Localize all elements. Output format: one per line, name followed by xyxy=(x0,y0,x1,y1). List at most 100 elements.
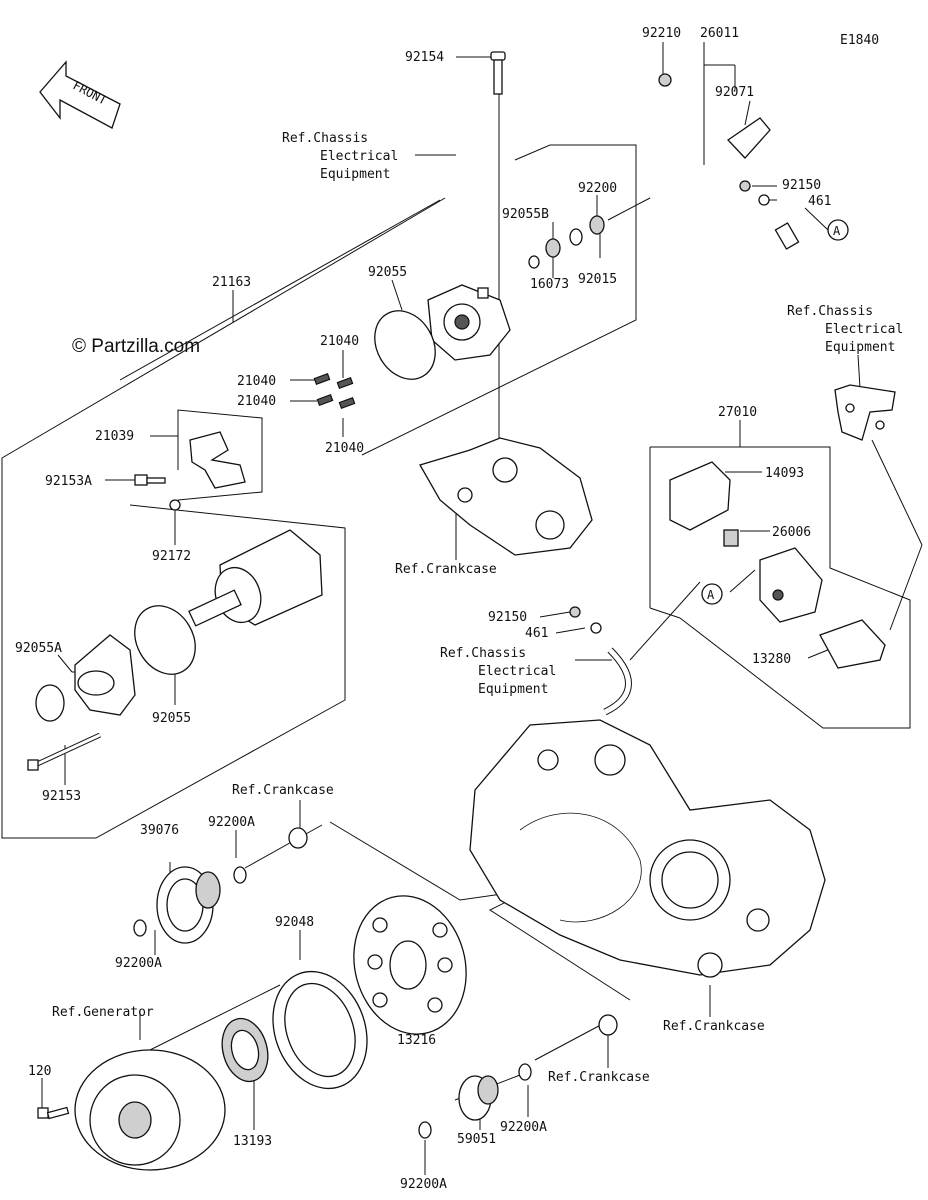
flywheel-gear-92048-ring xyxy=(272,970,368,1090)
washer-92200A-b xyxy=(133,919,147,937)
ref-chassis-2-line2: Electrical xyxy=(825,322,903,337)
label-92210: 92210 xyxy=(642,26,681,41)
front-arrow-icon: FRONT xyxy=(39,60,121,129)
bolt-92150-upper xyxy=(739,180,751,192)
washer-92200A-a xyxy=(233,866,247,884)
label-59051: 59051 xyxy=(457,1132,496,1147)
cap-92071 xyxy=(727,117,771,159)
o-ring-92055A xyxy=(35,684,65,722)
label-14093: 14093 xyxy=(765,466,804,481)
label-13216: 13216 xyxy=(397,1033,436,1048)
flywheel-rotor xyxy=(74,1049,226,1171)
label-92153: 92153 xyxy=(42,789,81,804)
ref-chassis-3-line1: Ref.Chassis xyxy=(440,646,526,661)
starter-end-cover xyxy=(427,284,511,361)
ref-generator: Ref.Generator xyxy=(52,1005,154,1020)
ref-chassis-3-line3: Equipment xyxy=(478,682,548,697)
chassis-bracket xyxy=(834,384,896,441)
label-26011: 26011 xyxy=(700,26,739,41)
washer-92200A-d xyxy=(418,1121,432,1139)
washer-92200A-c xyxy=(518,1063,532,1081)
label-21040-a: 21040 xyxy=(320,334,359,349)
relay-13280 xyxy=(819,619,886,669)
crankcase-main xyxy=(469,719,826,978)
ref-crankcase-4: Ref.Crankcase xyxy=(548,1070,650,1085)
label-92150-lower: 92150 xyxy=(488,610,527,625)
o-ring-92055-upper xyxy=(374,310,436,380)
label-26006: 26006 xyxy=(772,525,811,540)
label-461-upper: 461 xyxy=(808,194,831,209)
ref-crankcase-1: Ref.Crankcase xyxy=(395,562,497,577)
washer-92055B xyxy=(528,255,540,269)
label-92200A-c: 92200A xyxy=(500,1120,547,1135)
label-21040-d: 21040 xyxy=(325,441,364,456)
callout-a-mid-label: A xyxy=(707,588,715,602)
bolt-92150-lower xyxy=(569,606,581,618)
bolt-120 xyxy=(37,1106,70,1120)
callout-a-mid: A xyxy=(701,583,723,605)
label-92200: 92200 xyxy=(578,181,617,196)
label-21163: 21163 xyxy=(212,275,251,290)
label-92055B: 92055B xyxy=(502,207,549,222)
label-13193: 13193 xyxy=(233,1134,272,1149)
starter-front-cover xyxy=(74,634,136,716)
bolt-92154 xyxy=(490,51,506,95)
starter-motor-body xyxy=(188,529,323,627)
long-bolt-92153 xyxy=(27,732,102,771)
label-16073: 16073 xyxy=(530,277,569,292)
part-labels: E1840 92154 92210 26011 92071 92150 461 … xyxy=(15,26,903,1192)
ref-chassis-3-line2: Electrical xyxy=(478,664,556,679)
one-way-clutch-13193 xyxy=(221,1017,269,1083)
label-92200A-b: 92200A xyxy=(115,956,162,971)
washer-461-upper xyxy=(758,194,770,206)
label-92071: 92071 xyxy=(715,85,754,100)
nut-92015 xyxy=(589,215,605,235)
ground-lead xyxy=(603,647,632,716)
label-92055A: 92055A xyxy=(15,641,62,656)
starter-cable-26011 xyxy=(638,88,802,252)
ref-crankcase-2: Ref.Crankcase xyxy=(232,783,334,798)
label-92055-upper: 92055 xyxy=(368,265,407,280)
label-92150-upper: 92150 xyxy=(782,178,821,193)
ref-chassis-1-line2: Electrical xyxy=(320,149,398,164)
watermark: © Partzilla.com xyxy=(72,336,200,357)
label-27010: 27010 xyxy=(718,405,757,420)
label-92154: 92154 xyxy=(405,50,444,65)
starter-clutch-gear-13216 xyxy=(353,895,467,1035)
fuse-26006 xyxy=(723,529,739,547)
ref-chassis-2-line1: Ref.Chassis xyxy=(787,304,873,319)
label-92172: 92172 xyxy=(152,549,191,564)
ref-chassis-1-line1: Ref.Chassis xyxy=(282,131,368,146)
label-92200A-a: 92200A xyxy=(208,815,255,830)
washer-92200 xyxy=(569,228,583,246)
label-21040-c: 21040 xyxy=(237,394,276,409)
label-92055-lower: 92055 xyxy=(152,711,191,726)
ref-chassis-2-line3: Equipment xyxy=(825,340,895,355)
insulator-16073 xyxy=(545,238,561,258)
reduction-gear-59051 xyxy=(458,1075,499,1121)
label-92015: 92015 xyxy=(578,272,617,287)
label-21039: 21039 xyxy=(95,429,134,444)
idler-gear-39076 xyxy=(156,866,221,944)
label-92200A-d: 92200A xyxy=(400,1177,447,1192)
label-92048: 92048 xyxy=(275,915,314,930)
washer-461-lower xyxy=(590,622,602,634)
screw-92153A xyxy=(134,474,166,486)
label-13280: 13280 xyxy=(752,652,791,667)
starter-relay xyxy=(759,547,823,623)
callout-a-top-label: A xyxy=(833,224,841,238)
crankcase-section-upper xyxy=(419,437,593,556)
label-39076: 39076 xyxy=(140,823,179,838)
label-21040-b: 21040 xyxy=(237,374,276,389)
screw-92172 xyxy=(169,499,181,511)
ref-crankcase-3: Ref.Crankcase xyxy=(663,1019,765,1034)
brush-springs-21040 xyxy=(313,373,356,409)
label-92153A: 92153A xyxy=(45,474,92,489)
terminal-upper xyxy=(774,222,800,250)
bushing-upper xyxy=(288,827,308,849)
o-ring-92055-lower xyxy=(134,605,196,675)
diagram-code: E1840 xyxy=(840,33,879,48)
nut-92210 xyxy=(658,73,672,87)
label-120: 120 xyxy=(28,1064,51,1079)
